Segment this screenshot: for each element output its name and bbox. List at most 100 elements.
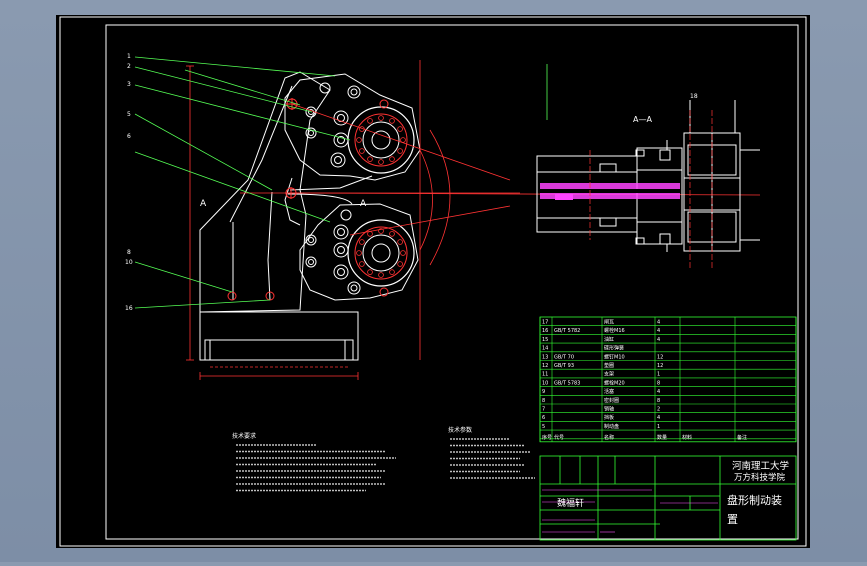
base-foot (204, 339, 354, 361)
parts-header-cell: 名称 (604, 434, 614, 441)
parts-cell: 1 (657, 372, 660, 378)
parts-cell: 12 (542, 363, 548, 369)
parts-cell: 12 (657, 354, 663, 360)
bolt-hole (397, 126, 403, 132)
callout-8: 8 (127, 249, 131, 256)
parts-cell: 12 (657, 363, 663, 369)
bolt-heads (305, 82, 361, 295)
parts-cell: 7 (542, 407, 545, 413)
parts-cell: 4 (657, 328, 660, 334)
bolt-hole (389, 156, 395, 162)
parts-cell: 螺钉M10 (604, 353, 625, 360)
title-block (539, 455, 797, 541)
bolt-hole (359, 261, 365, 267)
parts-row: 9 活塞 4 (542, 388, 660, 395)
parts-cell: 油缸 (604, 336, 614, 343)
bracket-inner (229, 85, 293, 223)
bolt-hole (389, 231, 395, 237)
bolt-hole (367, 156, 373, 162)
parts-cell: 挡板 (604, 414, 614, 421)
parts-cell: 密封圈 (604, 397, 619, 404)
bolt-hole (367, 118, 373, 124)
parts-header-cell: 代号 (554, 434, 564, 441)
bolt-hole (378, 115, 384, 121)
bolt-hole (359, 239, 365, 245)
bolt-hole (389, 118, 395, 124)
inner-frame (105, 24, 799, 540)
parts-cell: 16 (542, 328, 548, 334)
parts-cell: 8 (542, 398, 545, 404)
callout-labels: 1 2 3 5 6 8 10 16 18 (125, 53, 698, 312)
parts-cell: 8 (657, 398, 660, 404)
parts-cell: 螺栓M20 (604, 379, 625, 386)
parts-cell: GB/T 70 (554, 354, 574, 360)
tech-parameters-heading: 技术参数 (448, 426, 472, 434)
bolt-hole (378, 159, 384, 165)
lower-cylinder-outer (347, 219, 415, 287)
parts-cell: 8 (657, 380, 660, 386)
outer-frame (59, 16, 807, 547)
parts-cell: 活塞 (604, 388, 614, 395)
tech-requirements-heading: 技术要求 (232, 432, 256, 440)
parts-row: 14 碟形弹簧 (542, 345, 624, 352)
parts-cell: 15 (542, 337, 548, 343)
bolt-hole (359, 148, 365, 154)
bolt-hole (397, 148, 403, 154)
callout-2: 2 (127, 63, 131, 70)
parts-cell: 14 (542, 346, 548, 352)
parts-cell: 17 (542, 320, 548, 326)
callout-1: 1 (127, 53, 131, 60)
drawing-name-line1: 盘形制动装 (727, 493, 782, 507)
parts-cell: 5 (542, 424, 545, 430)
bolt-circles (356, 115, 406, 278)
parts-row: 12 GB/T 93 垫圈 12 (542, 362, 663, 369)
parts-cell: 销轴 (604, 406, 614, 413)
bolt-hole (397, 239, 403, 245)
parts-cell: 制动盘 (604, 423, 619, 430)
callout-18: 18 (690, 93, 698, 100)
section-label-aa: A—A (633, 115, 652, 124)
parts-cell: 4 (657, 415, 660, 421)
parts-cell: GB/T 5783 (554, 380, 580, 386)
lower-cylinder-assembly (347, 219, 415, 287)
parts-row: 15 油缸 4 (542, 336, 660, 343)
parts-header-cell: 数量 (657, 434, 667, 441)
parts-cell: 9 (542, 389, 545, 395)
leader-lines (134, 56, 548, 309)
lower-caliper-body (299, 203, 419, 301)
parts-cell: GB/T 93 (554, 363, 574, 369)
parts-header-row: 序号代号名称数量材料备注 (542, 434, 747, 441)
parts-cell: 4 (657, 389, 660, 395)
parts-cell: 4 (657, 337, 660, 343)
parts-row: 5 制动盘 1 (542, 423, 660, 430)
section-view-aa (536, 100, 760, 252)
section-mark-a-left: A (200, 199, 207, 209)
section-mark-a-right: A (360, 199, 367, 209)
bolt-hole (397, 261, 403, 267)
tech-parameters-text (450, 438, 535, 479)
callout-16: 16 (125, 305, 133, 312)
drawing-name-line2: 置 (727, 513, 738, 526)
upper-caliper-body (284, 73, 421, 181)
school-name-line1: 河南理工大学 (732, 460, 789, 472)
parts-cell: 垫圈 (604, 362, 614, 369)
school-name-line2: 万方科技学院 (734, 472, 786, 483)
drawing-sheet (56, 15, 810, 548)
parts-header-cell: 序号 (542, 434, 552, 441)
parts-cell: 碟形弹簧 (604, 345, 624, 352)
bolt-hole (389, 269, 395, 275)
bolt-hole (400, 250, 406, 256)
parts-cell: 1 (657, 424, 660, 430)
callout-3: 3 (127, 81, 131, 88)
parts-cell: 螺栓M16 (604, 327, 625, 334)
dimension-lines (186, 60, 761, 380)
callout-10: 10 (125, 259, 133, 266)
parts-cell: 4 (657, 320, 660, 326)
parts-cell: 闸瓦 (604, 319, 614, 326)
